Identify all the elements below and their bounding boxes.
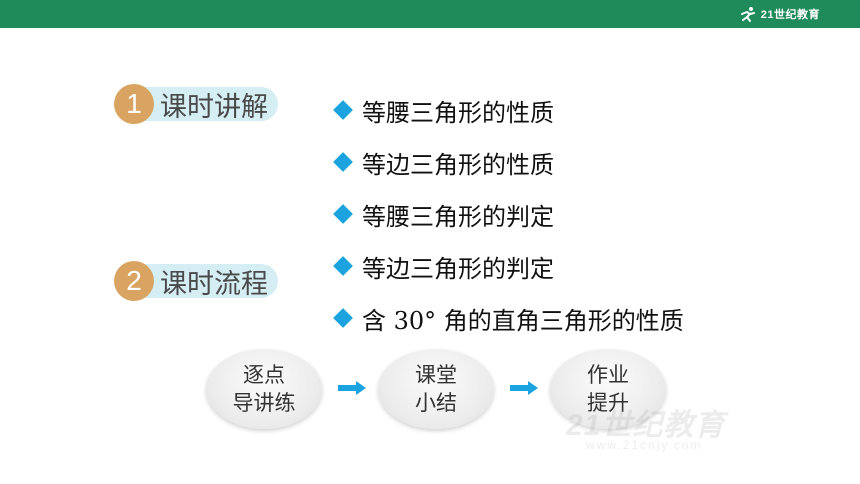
flow-step-line1: 逐点 (243, 363, 285, 387)
arrow-right-icon (338, 381, 366, 395)
brand-logo: 21世纪教育 (739, 5, 820, 23)
watermark: 21世纪教育 www.21cnjy.com (530, 398, 830, 458)
flow-step-line2: 小结 (415, 391, 457, 415)
topic-text: 等边三角形的性质 (362, 150, 554, 179)
topic-item: 等边三角形的判定 (332, 240, 684, 292)
topic-text: 含 30° 角的直角三角形的性质 (362, 306, 684, 335)
diamond-bullet-icon (333, 204, 353, 224)
section-process: 2 课时流程 (114, 261, 278, 301)
topic-text: 等腰三角形的判定 (362, 202, 554, 231)
topic-text: 等腰三角形的性质 (362, 98, 554, 127)
watermark-url: www.21cnjy.com (586, 438, 703, 452)
flow-step-summary[interactable]: 课堂 小结 (378, 349, 494, 429)
topic-list: 等腰三角形的性质 等边三角形的性质 等腰三角形的判定 等边三角形的判定 含 30… (332, 84, 684, 344)
flow-step-line2: 导讲练 (232, 391, 296, 415)
section-label: 课时讲解 (140, 87, 278, 123)
header-bar: 21世纪教育 (0, 0, 860, 28)
diamond-bullet-icon (333, 152, 353, 172)
runner-logo-icon (740, 7, 755, 22)
topic-item: 等边三角形的性质 (332, 136, 684, 188)
topic-text: 等边三角形的判定 (362, 254, 554, 283)
watermark-text: 21世纪教育 (566, 409, 726, 442)
flow-step-line1: 作业 (587, 363, 629, 387)
flow-step-lecture[interactable]: 逐点 导讲练 (206, 349, 322, 429)
section-number: 1 (114, 84, 154, 124)
section-label: 课时流程 (140, 264, 278, 300)
topic-item: 等腰三角形的判定 (332, 188, 684, 240)
topic-item: 含 30° 角的直角三角形的性质 (332, 292, 684, 344)
section-lecture: 1 课时讲解 (114, 84, 278, 124)
arrow-right-icon (510, 381, 538, 395)
flow-step-line2: 提升 (587, 391, 629, 415)
topic-item: 等腰三角形的性质 (332, 84, 684, 136)
diamond-bullet-icon (333, 100, 353, 120)
flow-step-line1: 课堂 (415, 363, 457, 387)
brand-text: 21世纪教育 (760, 9, 820, 21)
section-number: 2 (114, 261, 154, 301)
diamond-bullet-icon (333, 308, 353, 328)
diamond-bullet-icon (333, 256, 353, 276)
flow-step-homework[interactable]: 作业 提升 (550, 349, 666, 429)
